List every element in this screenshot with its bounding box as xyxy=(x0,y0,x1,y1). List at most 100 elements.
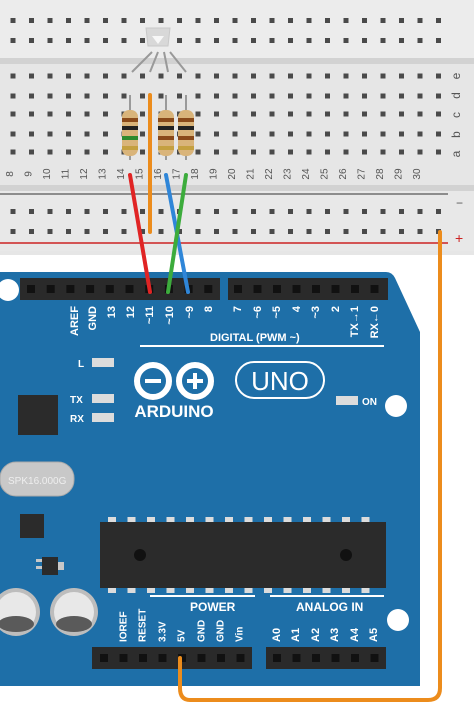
breadboard-hole[interactable] xyxy=(66,149,71,155)
breadboard-hole[interactable] xyxy=(66,111,71,117)
wire-green[interactable] xyxy=(166,173,188,294)
breadboard-hole[interactable] xyxy=(269,18,275,23)
breadboard-hole[interactable] xyxy=(269,38,275,43)
breadboard-hole[interactable] xyxy=(47,93,53,99)
breadboard-hole[interactable] xyxy=(362,93,367,99)
rail-hole[interactable] xyxy=(417,229,423,234)
breadboard-hole[interactable] xyxy=(195,111,201,117)
rail-hole[interactable] xyxy=(343,209,349,214)
breadboard-hole[interactable] xyxy=(417,73,423,79)
breadboard-hole[interactable] xyxy=(232,38,238,43)
breadboard-hole[interactable] xyxy=(10,149,16,155)
breadboard-hole[interactable] xyxy=(84,93,90,99)
breadboard-hole[interactable] xyxy=(362,131,367,137)
header-socket[interactable] xyxy=(197,654,206,662)
breadboard-hole[interactable] xyxy=(399,73,404,79)
breadboard-hole[interactable] xyxy=(29,111,34,117)
header-socket[interactable] xyxy=(331,285,340,293)
rail-hole[interactable] xyxy=(306,209,312,214)
breadboard-hole[interactable] xyxy=(288,149,293,155)
breadboard-hole[interactable] xyxy=(232,93,238,99)
breadboard-hole[interactable] xyxy=(47,111,53,117)
breadboard-hole[interactable] xyxy=(232,73,238,79)
rail-hole[interactable] xyxy=(103,229,108,234)
rail-hole[interactable] xyxy=(103,209,108,214)
breadboard-hole[interactable] xyxy=(158,73,164,79)
rail-hole[interactable] xyxy=(158,229,164,234)
breadboard-hole[interactable] xyxy=(288,73,293,79)
breadboard-hole[interactable] xyxy=(436,93,441,99)
breadboard-hole[interactable] xyxy=(399,93,404,99)
header-socket[interactable] xyxy=(100,654,108,662)
rail-hole[interactable] xyxy=(436,209,441,214)
header-socket[interactable] xyxy=(66,285,75,293)
breadboard-hole[interactable] xyxy=(66,18,71,23)
breadboard-hole[interactable] xyxy=(380,73,386,79)
breadboard-hole[interactable] xyxy=(10,73,16,79)
header-socket[interactable] xyxy=(105,285,114,293)
rail-hole[interactable] xyxy=(251,229,256,234)
header-socket[interactable] xyxy=(351,285,359,293)
rail-hole[interactable] xyxy=(66,229,71,234)
rail-hole[interactable] xyxy=(121,229,127,234)
header-socket[interactable] xyxy=(217,654,225,662)
breadboard-hole[interactable] xyxy=(10,131,16,137)
breadboard-hole[interactable] xyxy=(121,38,127,43)
breadboard-hole[interactable] xyxy=(436,111,441,117)
breadboard-hole[interactable] xyxy=(29,38,34,43)
rail-hole[interactable] xyxy=(288,229,293,234)
breadboard-hole[interactable] xyxy=(269,93,275,99)
breadboard-hole[interactable] xyxy=(306,18,312,23)
breadboard-hole[interactable] xyxy=(103,18,108,23)
header-socket[interactable] xyxy=(253,285,262,293)
header-socket[interactable] xyxy=(204,285,213,293)
breadboard-hole[interactable] xyxy=(288,131,293,137)
breadboard-hole[interactable] xyxy=(251,93,256,99)
rail-hole[interactable] xyxy=(84,229,90,234)
header-socket[interactable] xyxy=(125,285,134,293)
breadboard-hole[interactable] xyxy=(66,38,71,43)
breadboard-hole[interactable] xyxy=(121,93,127,99)
breadboard-hole[interactable] xyxy=(103,131,108,137)
breadboard-hole[interactable] xyxy=(66,73,71,79)
breadboard-hole[interactable] xyxy=(288,18,293,23)
breadboard-hole[interactable] xyxy=(343,18,349,23)
breadboard-hole[interactable] xyxy=(399,149,404,155)
breadboard-hole[interactable] xyxy=(195,131,201,137)
breadboard-hole[interactable] xyxy=(306,131,312,137)
breadboard-hole[interactable] xyxy=(84,149,90,155)
breadboard-hole[interactable] xyxy=(417,38,423,43)
rail-hole[interactable] xyxy=(158,209,164,214)
rail-hole[interactable] xyxy=(29,209,34,214)
breadboard-hole[interactable] xyxy=(306,73,312,79)
resistor-1[interactable] xyxy=(122,110,138,156)
breadboard-hole[interactable] xyxy=(306,38,312,43)
breadboard-hole[interactable] xyxy=(47,38,53,43)
breadboard-hole[interactable] xyxy=(325,149,330,155)
rail-hole[interactable] xyxy=(10,209,16,214)
rail-hole[interactable] xyxy=(343,229,349,234)
breadboard-hole[interactable] xyxy=(380,111,386,117)
wire-orange-5v[interactable] xyxy=(178,230,442,702)
breadboard-hole[interactable] xyxy=(251,111,256,117)
rail-hole[interactable] xyxy=(417,209,423,214)
breadboard-hole[interactable] xyxy=(436,18,441,23)
breadboard-hole[interactable] xyxy=(29,73,34,79)
breadboard-hole[interactable] xyxy=(84,131,90,137)
breadboard-hole[interactable] xyxy=(140,131,145,137)
breadboard-hole[interactable] xyxy=(177,18,182,23)
breadboard-hole[interactable] xyxy=(140,111,145,117)
rail-hole[interactable] xyxy=(380,209,386,214)
header-socket[interactable] xyxy=(370,285,379,293)
rail-hole[interactable] xyxy=(269,229,275,234)
breadboard-hole[interactable] xyxy=(269,131,275,137)
breadboard-hole[interactable] xyxy=(343,38,349,43)
breadboard-hole[interactable] xyxy=(399,131,404,137)
breadboard-hole[interactable] xyxy=(251,38,256,43)
rail-hole[interactable] xyxy=(288,209,293,214)
breadboard-hole[interactable] xyxy=(362,18,367,23)
breadboard-hole[interactable] xyxy=(195,18,201,23)
breadboard-hole[interactable] xyxy=(29,18,34,23)
breadboard-hole[interactable] xyxy=(10,38,16,43)
breadboard-hole[interactable] xyxy=(103,73,108,79)
